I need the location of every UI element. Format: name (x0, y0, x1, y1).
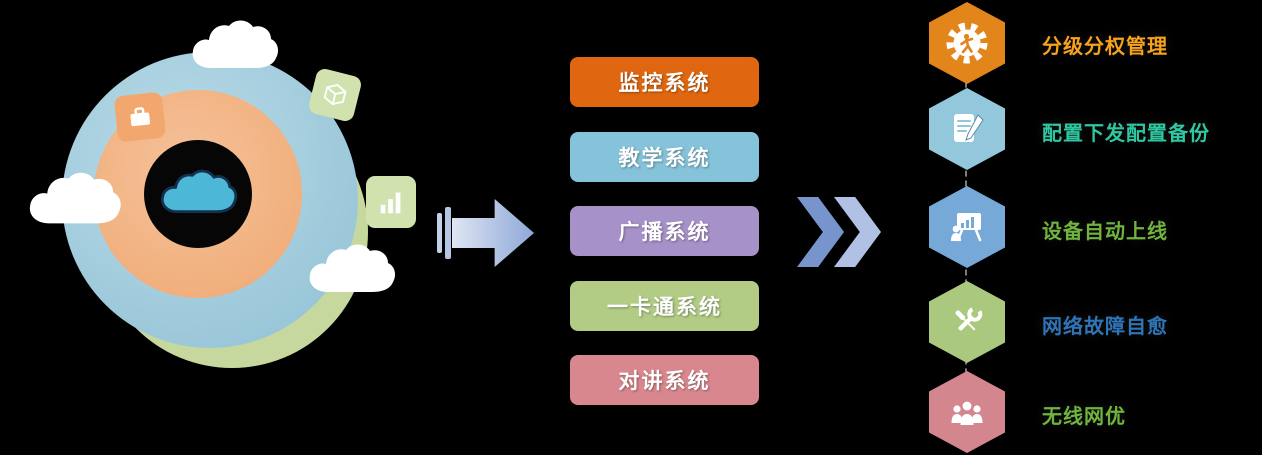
bar-chart-badge (366, 176, 416, 228)
cloud-left-icon (29, 172, 121, 224)
bar-chart-icon (380, 192, 401, 214)
system-label: 一卡通系统 (607, 296, 722, 319)
system-box-monitoring: 监控系统 (570, 57, 759, 107)
system-label: 广播系统 (618, 221, 711, 244)
cube-icon (323, 84, 347, 106)
feature-hex-wireless (929, 371, 1005, 453)
feature-label-config: 配置下发配置备份 (1042, 123, 1210, 145)
arrow-tail-stripe (437, 213, 442, 253)
feature-hex-config (929, 88, 1005, 170)
feature-hex-selfheal (929, 281, 1005, 363)
feature-hex-autoonline (929, 186, 1005, 268)
feature-hex-permissions (929, 2, 1005, 84)
system-label: 监控系统 (618, 72, 711, 95)
cube-badge (307, 67, 363, 123)
feature-label-autoonline: 设备自动上线 (1042, 221, 1168, 243)
right-arrow-icon (452, 199, 534, 267)
feature-label-selfheal: 网络故障自愈 (1042, 316, 1168, 338)
system-box-teaching: 教学系统 (570, 132, 759, 182)
gear-person-icon (946, 22, 988, 64)
system-label: 对讲系统 (618, 370, 711, 393)
system-box-onecard: 一卡通系统 (570, 281, 759, 331)
briefcase-icon (130, 107, 151, 127)
cloud-top-icon (192, 20, 279, 68)
feature-label-wireless: 无线网优 (1042, 406, 1126, 428)
arrow-tail-stripe (445, 207, 451, 259)
feature-label-permissions: 分级分权管理 (1042, 36, 1168, 58)
ring-hole (144, 140, 252, 248)
document-pencil-icon (954, 114, 984, 142)
cloud-icon (160, 169, 238, 214)
chevron-right-icon (797, 197, 844, 267)
cloud-bottom-icon (309, 244, 396, 292)
system-box-intercom: 对讲系统 (570, 355, 759, 405)
tools-icon (955, 306, 983, 331)
briefcase-badge (113, 91, 167, 143)
system-box-broadcast: 广播系统 (570, 206, 759, 256)
presentation-board-icon (951, 213, 982, 242)
people-icon (951, 401, 983, 425)
system-label: 教学系统 (618, 147, 711, 170)
